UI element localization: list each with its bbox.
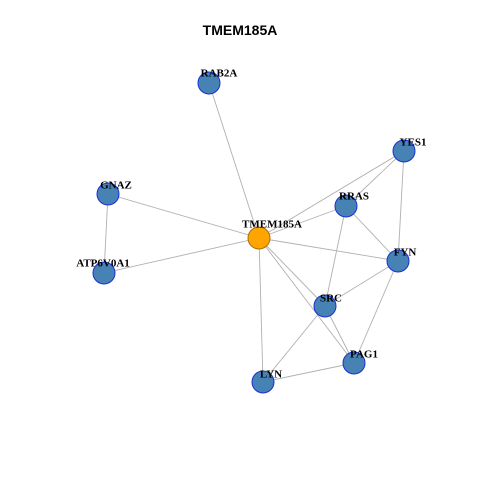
node-fyn	[386, 249, 410, 273]
edge-rras-fyn	[345, 205, 399, 262]
node-label-rab2a: RAB2A	[201, 68, 238, 80]
edge-tmem185a-pag1	[258, 237, 355, 364]
node-label-fyn: FYN	[394, 247, 417, 259]
node-label-atp6v0a1: ATP6V0A1	[76, 258, 130, 270]
node-rab2a	[197, 71, 221, 95]
edge-src-lyn	[262, 305, 326, 383]
node-atp6v0a1	[92, 261, 116, 285]
edge-lyn-pag1	[262, 362, 355, 383]
edge-fyn-pag1	[353, 260, 399, 364]
node-yes1	[392, 139, 416, 163]
edge-rras-src	[324, 205, 347, 307]
node-layer	[92, 71, 416, 394]
edge-tmem185a-rras	[258, 205, 347, 239]
edge-tmem185a-atp6v0a1	[103, 237, 260, 274]
node-pag1	[342, 351, 366, 375]
graph-title: TMEM185A	[202, 22, 278, 38]
edge-tmem185a-gnaz	[107, 193, 260, 239]
edge-tmem185a-yes1	[258, 150, 405, 239]
edge-layer	[103, 82, 405, 383]
node-lyn	[251, 370, 275, 394]
node-label-tmem185a: TMEM185A	[242, 219, 302, 231]
node-rras	[334, 194, 358, 218]
node-src	[313, 294, 337, 318]
node-label-rras: RRAS	[339, 191, 369, 203]
node-label-gnaz: GNAZ	[100, 180, 132, 192]
edge-tmem185a-fyn	[258, 237, 399, 262]
edge-fyn-src	[324, 260, 399, 307]
edge-yes1-rras	[345, 150, 405, 207]
node-label-pag1: PAG1	[350, 349, 378, 361]
edge-gnaz-atp6v0a1	[103, 193, 109, 274]
edge-yes1-fyn	[397, 150, 405, 262]
node-tmem185a	[247, 226, 271, 250]
edge-tmem185a-src	[258, 237, 326, 307]
edge-tmem185a-lyn	[258, 237, 264, 383]
edge-tmem185a-rab2a	[208, 82, 260, 239]
node-gnaz	[96, 182, 120, 206]
node-label-lyn: LYN	[260, 369, 282, 381]
node-label-yes1: YES1	[400, 137, 427, 149]
node-label-src: SRC	[320, 293, 342, 305]
